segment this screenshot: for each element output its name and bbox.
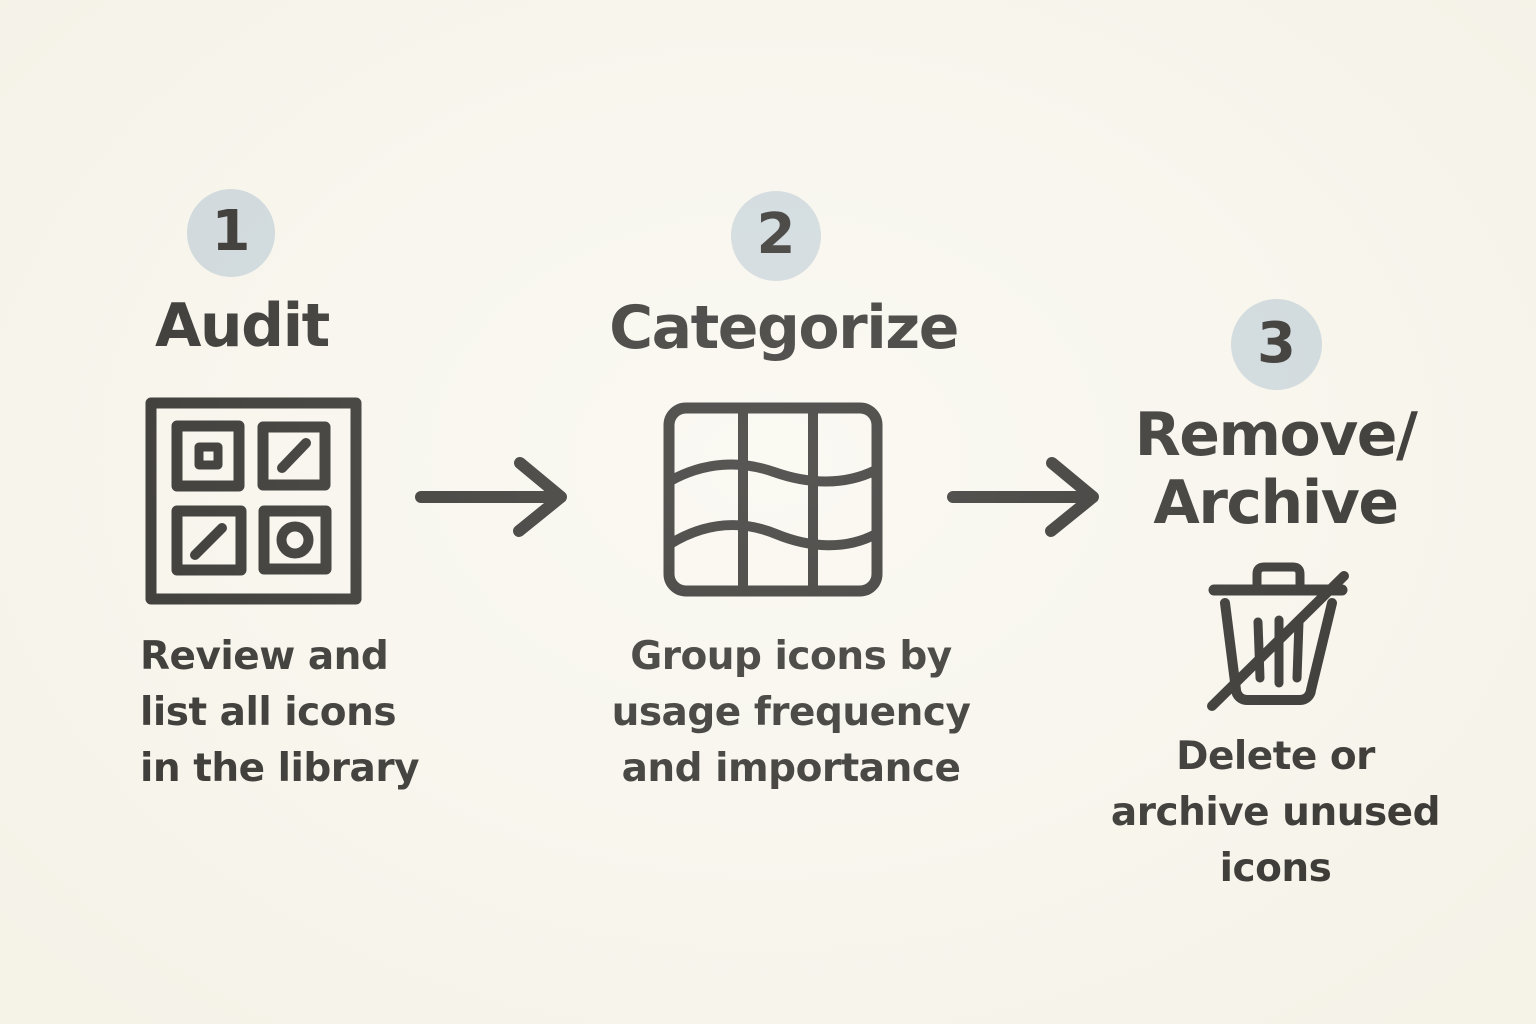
step-2-description: Group icons by usage frequency and impor… xyxy=(611,634,971,792)
step-2-number: 2 xyxy=(756,202,796,267)
step-3-number: 3 xyxy=(1257,310,1296,376)
step-1-description: Review and list all icons in the library xyxy=(140,634,420,792)
step-1-badge: 1 xyxy=(187,189,275,277)
trash-crossed-icon xyxy=(1203,556,1353,714)
audit-grid-icon xyxy=(143,395,364,607)
step-3-title: Remove/ Archive xyxy=(1134,400,1418,538)
step-3-badge: 3 xyxy=(1231,299,1322,390)
step-1-title: Audit xyxy=(155,291,330,361)
step-2-badge: 2 xyxy=(731,191,821,281)
step-2-title: Categorize xyxy=(609,293,959,363)
category-map-grid-icon xyxy=(662,401,884,598)
step-1-number: 1 xyxy=(211,199,251,264)
arrow-right-icon xyxy=(413,452,575,540)
arrow-right-icon xyxy=(945,452,1107,540)
step-3-description: Delete or archive unused icons xyxy=(1110,734,1441,892)
